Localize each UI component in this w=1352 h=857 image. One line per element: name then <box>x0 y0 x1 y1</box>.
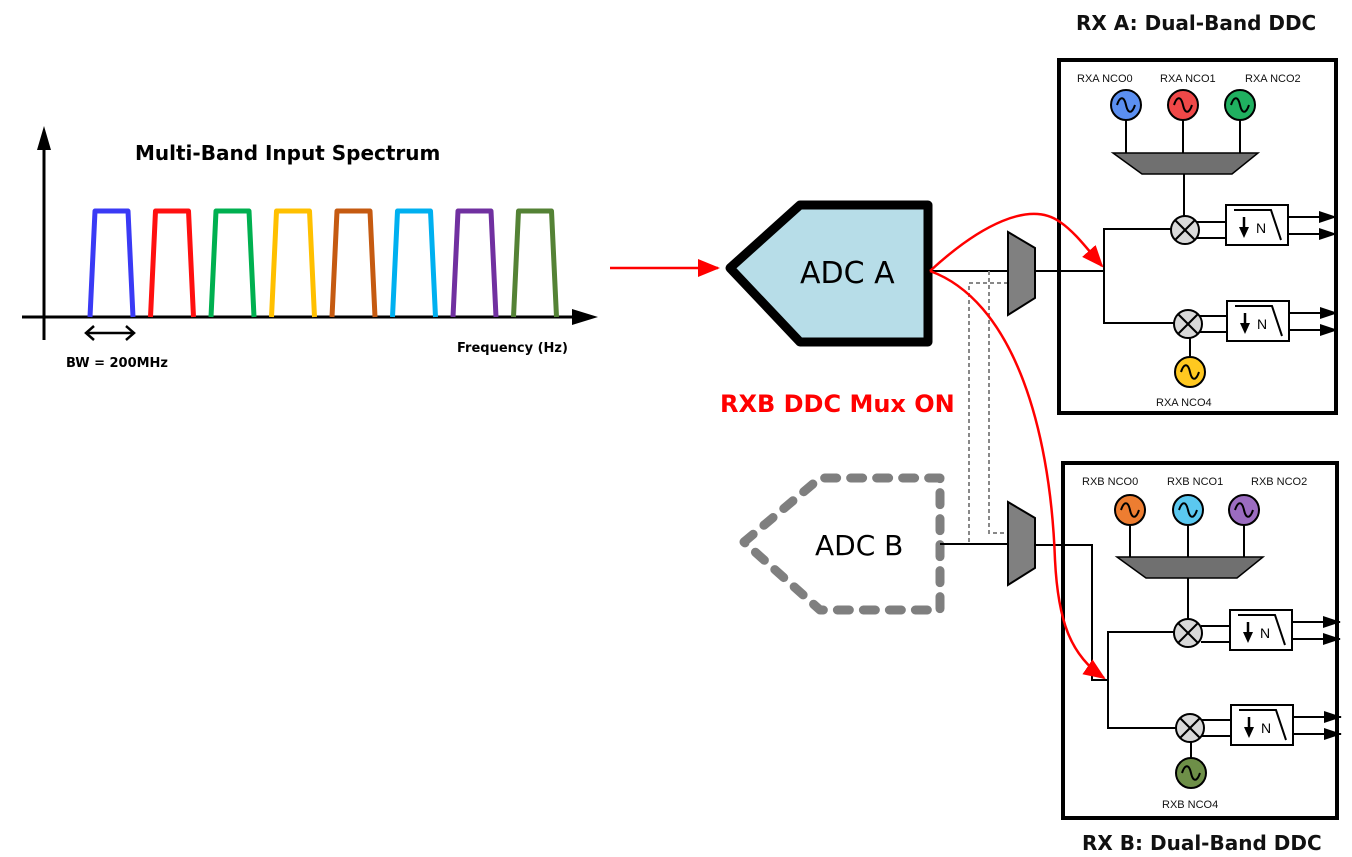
rx-b-nco1-label: RXB NCO1 <box>1167 476 1223 488</box>
rx-a-title: RX A: Dual-Band DDC <box>1076 11 1316 35</box>
decimation-factor-label: N <box>1260 625 1270 641</box>
rx-a-ddc: RX A: Dual-Band DDC RXA NCO0 RXA NCO1 RX… <box>1057 11 1338 415</box>
rx-b-nco4-oscillator-icon <box>1175 757 1207 789</box>
spectrum-band-7 <box>450 208 499 318</box>
rx-a-decimation-filter-2[interactable]: N <box>1226 300 1338 342</box>
rx-b-mixer-2-icon <box>1175 713 1205 743</box>
decimation-factor-label: N <box>1261 720 1271 736</box>
adc-b-label: ADC B <box>815 529 903 562</box>
left-arrow-icon <box>84 325 95 341</box>
rx-b-ddc: RXB NCO0 RXB NCO1 RXB NCO2 N N RXB NCO4 … <box>1061 461 1342 855</box>
spectrum-band-6 <box>390 208 438 318</box>
rx-a-mixer-1-icon <box>1170 215 1200 245</box>
mux-b[interactable] <box>1007 500 1036 587</box>
rx-a-nco2-oscillator-icon <box>1224 89 1256 121</box>
rx-b-nco1-oscillator-icon <box>1172 494 1204 526</box>
rx-b-decimation-filter-1[interactable]: N <box>1229 609 1341 651</box>
rx-a-nco4-oscillator-icon <box>1174 356 1206 388</box>
spectrum-band-4 <box>269 208 317 318</box>
decimation-factor-label: N <box>1257 316 1267 332</box>
rx-a-nco0-label: RXA NCO0 <box>1077 73 1133 85</box>
spectrum-band-3 <box>208 208 257 318</box>
rx-b-nco2-label: RXB NCO2 <box>1251 476 1307 488</box>
rx-b-nco2-oscillator-icon <box>1228 494 1260 526</box>
rx-b-decimation-filter-2[interactable]: N <box>1230 704 1342 746</box>
spectrum-band-2 <box>148 208 196 318</box>
input-spectrum: Multi-Band Input Spectrum Frequency (Hz)… <box>22 126 598 371</box>
route-adc-a-to-rx-b <box>929 269 1106 680</box>
mux-b-output-line <box>1035 544 1108 681</box>
spectrum-title: Multi-Band Input Spectrum <box>135 141 440 165</box>
bandwidth-label: BW = 200MHz <box>66 356 168 371</box>
adc-a-label: ADC A <box>800 256 895 291</box>
rx-a-mixer-2-icon <box>1173 309 1203 339</box>
right-arrow-icon <box>125 325 136 341</box>
rx-a-nco0-oscillator-icon <box>1110 89 1142 121</box>
adc-b[interactable]: ADC B <box>739 473 945 615</box>
spectrum-band-8 <box>511 208 559 318</box>
x-axis-arrow-icon <box>572 309 598 325</box>
route-adc-a-to-rx-a <box>929 212 1104 272</box>
spectrum-band-1 <box>87 208 136 318</box>
rx-a-nco-mux[interactable] <box>1110 152 1261 175</box>
crossover-a-to-mux-b <box>988 271 1008 534</box>
rx-b-nco0-label: RXB NCO0 <box>1082 476 1138 488</box>
y-axis-arrow-icon <box>37 126 51 150</box>
rx-b-nco4-label: RXB NCO4 <box>1162 799 1218 811</box>
crossover-b-to-mux-a <box>968 282 1008 544</box>
rx-a-nco1-oscillator-icon <box>1167 89 1199 121</box>
mux-a[interactable] <box>1007 230 1036 317</box>
bandwidth-indicator <box>84 325 136 341</box>
rx-a-nco2-label: RXA NCO2 <box>1245 73 1301 85</box>
mux-status-label: RXB DDC Mux ON <box>720 390 955 418</box>
rx-a-nco4-label: RXA NCO4 <box>1156 397 1212 409</box>
spectrum-band-5 <box>329 208 378 318</box>
decimation-factor-label: N <box>1256 220 1266 236</box>
rx-a-nco1-label: RXA NCO1 <box>1160 73 1216 85</box>
adc-a[interactable]: ADC A <box>725 200 933 347</box>
rx-a-decimation-filter-1[interactable]: N <box>1225 204 1337 246</box>
rx-b-nco0-oscillator-icon <box>1114 494 1146 526</box>
rx-b-mixer-1-icon <box>1173 618 1203 648</box>
x-axis-label: Frequency (Hz) <box>457 341 568 356</box>
rx-b-nco-mux[interactable] <box>1114 556 1266 579</box>
rx-b-title: RX B: Dual-Band DDC <box>1082 831 1322 855</box>
